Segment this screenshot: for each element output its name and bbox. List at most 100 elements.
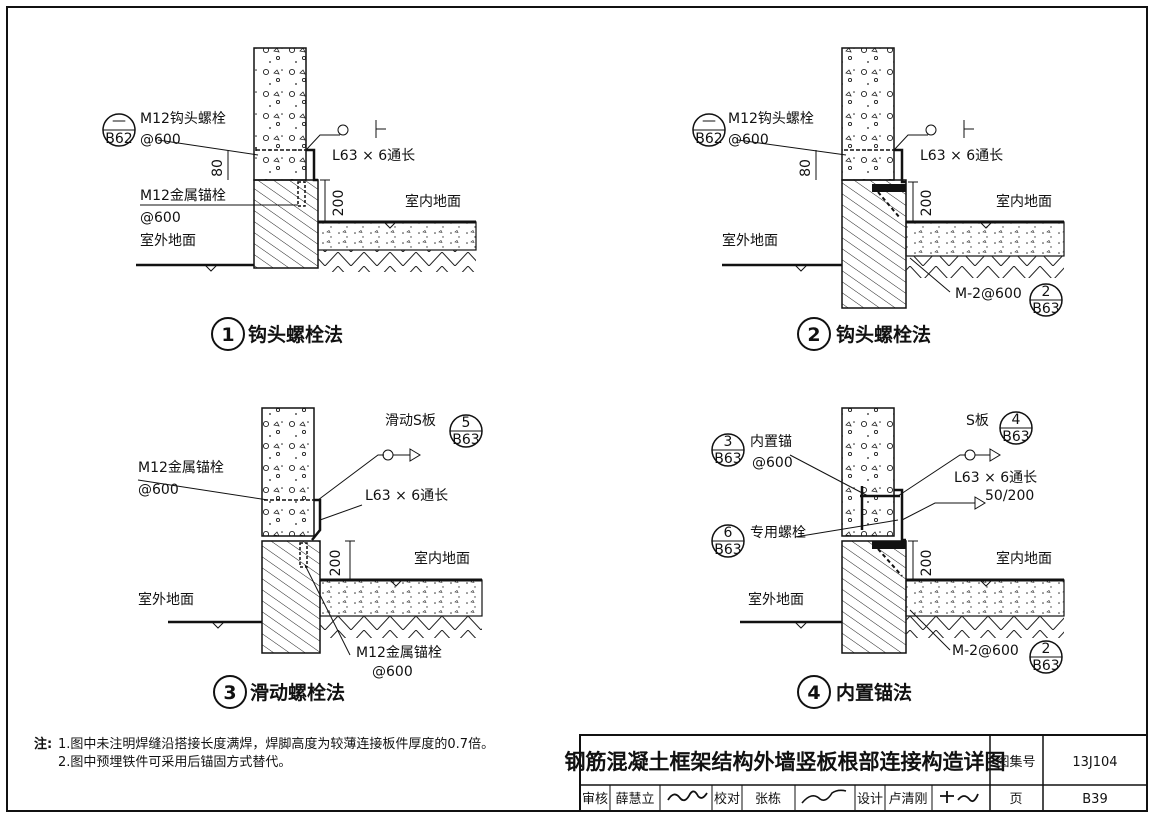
dim-80: 80 xyxy=(798,159,814,177)
s-plate-label: 滑动S板 xyxy=(385,412,436,429)
detail-title: 钩头螺栓法 xyxy=(836,323,931,346)
check-signature xyxy=(801,789,847,804)
anchor-bolt-label-2: M12金属锚栓 xyxy=(356,645,442,661)
embedded-plate xyxy=(872,184,906,192)
indoor-label: 室内地面 xyxy=(996,193,1052,210)
check-name: 张栋 xyxy=(755,791,781,807)
angle-steel xyxy=(306,148,318,182)
inner-ref-top: 3 xyxy=(724,434,733,450)
anchor-bolt-label: M12金属锚栓 xyxy=(138,460,224,476)
note-2: 2.图中预埋铁件可采用后锚固方式替代。 xyxy=(58,754,291,770)
ref-bottom: B62 xyxy=(695,131,722,147)
dim-200: 200 xyxy=(328,550,344,577)
s-ref-top: 4 xyxy=(1012,412,1021,428)
ground-fill xyxy=(318,250,476,272)
wall-base xyxy=(253,179,319,269)
anchor-spacing-label: @600 xyxy=(140,210,181,226)
ref-top: — xyxy=(702,113,716,129)
review-label: 审核 xyxy=(582,792,608,807)
wall-panel xyxy=(841,407,895,537)
outdoor-label: 室外地面 xyxy=(138,591,194,608)
design-label: 设计 xyxy=(857,792,883,807)
check-label: 校对 xyxy=(714,791,740,807)
note-1: 1.图中未注明焊缝沿搭接长度满焊，焊脚高度为较薄连接板件厚度的0.7倍。 xyxy=(58,736,494,752)
anchor-spacing-label-2: @600 xyxy=(372,664,413,680)
title-block: 钢筋混凝土框架结构外墙竖板根部连接构造详图 图集号 13J104 审核 薛慧立 … xyxy=(565,734,1148,812)
page-number: B39 xyxy=(1082,792,1107,807)
detail-number-circle xyxy=(211,317,245,351)
special-bolt-label: 专用螺栓 xyxy=(750,525,806,541)
wall-base xyxy=(841,179,907,309)
detail-1: — B62 M12钩头螺栓 @600 80 L63 × 6通长 M12金属锚栓 … xyxy=(102,47,477,351)
hook-bolt-label: M12钩头螺栓 xyxy=(728,111,814,127)
floor-slab xyxy=(317,221,477,251)
s-ref-bottom: B63 xyxy=(1002,429,1029,445)
dim-200: 200 xyxy=(919,550,935,577)
detail-title: 钩头螺栓法 xyxy=(248,323,343,346)
floor-slab xyxy=(319,579,483,617)
s-plate-label: S板 xyxy=(966,413,989,429)
bolt-ref-top: 6 xyxy=(724,525,733,541)
design-name: 卢清刚 xyxy=(888,791,927,807)
wall-panel xyxy=(841,47,895,181)
drawing-title: 钢筋混凝土框架结构外墙竖板根部连接构造详图 xyxy=(565,750,1006,774)
ground-fill xyxy=(320,616,482,638)
wall-base xyxy=(261,540,321,654)
dim-200: 200 xyxy=(331,190,347,217)
ground-fill xyxy=(906,256,1064,278)
anchor-spacing-label: @600 xyxy=(138,482,179,498)
detail-title: 内置锚法 xyxy=(836,681,912,704)
m2-label: M-2@600 xyxy=(952,643,1019,659)
indoor-label: 室内地面 xyxy=(996,550,1052,567)
angle-label: L63 × 6通长 xyxy=(954,470,1037,486)
outdoor-label: 室外地面 xyxy=(722,232,778,249)
m2-ref-top: 2 xyxy=(1042,641,1051,657)
sliding-s-plate xyxy=(311,498,322,541)
weld-label: 50/200 xyxy=(985,488,1034,504)
hook-bolt-label: M12钩头螺栓 xyxy=(140,111,226,127)
angle-label: L63 × 6通长 xyxy=(365,488,448,504)
m2-ref-bottom: B63 xyxy=(1032,658,1059,674)
detail-number-circle xyxy=(797,317,831,351)
detail-title: 滑动螺栓法 xyxy=(250,681,345,704)
dim-200: 200 xyxy=(919,190,935,217)
notes: 注: 1.图中未注明焊缝沿搭接长度满焊，焊脚高度为较薄连接板件厚度的0.7倍。 … xyxy=(34,736,494,770)
wall-panel xyxy=(261,407,315,537)
detail-number: 2 xyxy=(807,324,820,346)
notes-prefix: 注: xyxy=(34,736,52,752)
s-ref-bottom: B63 xyxy=(452,432,479,448)
bolt-ref-bottom: B63 xyxy=(714,542,741,558)
angle-label: L63 × 6通长 xyxy=(332,148,415,164)
atlas-number: 13J104 xyxy=(1072,755,1117,770)
inner-anchor-label: 内置锚 xyxy=(750,434,792,450)
atlas-label: 图集号 xyxy=(996,754,1035,770)
inner-ref-bottom: B63 xyxy=(714,451,741,467)
anchor-bolt-label: M12金属锚栓 xyxy=(140,188,226,204)
hook-bolt xyxy=(255,147,306,153)
detail-number: 3 xyxy=(223,682,236,704)
page-label: 页 xyxy=(1009,792,1022,807)
dim-80: 80 xyxy=(210,159,226,177)
indoor-label: 室内地面 xyxy=(405,193,461,210)
detail-number-circle xyxy=(797,675,831,709)
outdoor-label: 室外地面 xyxy=(748,591,804,608)
embedded-plate xyxy=(872,541,906,549)
detail-2: — B62 M12钩头螺栓 @600 80 L63 × 6通长 200 室内地面… xyxy=(692,47,1065,351)
wall-base xyxy=(841,540,907,654)
s-ref-top: 5 xyxy=(462,415,471,431)
review-name: 薛慧立 xyxy=(615,791,654,807)
sheet-border xyxy=(6,6,1148,812)
m2-label: M-2@600 xyxy=(955,286,1022,302)
ref-bottom: B62 xyxy=(105,131,132,147)
detail-3: 滑动S板 5 B63 M12金属锚栓 @600 L63 × 6通长 200 室内… xyxy=(137,407,483,709)
detail-number: 4 xyxy=(807,682,820,704)
m2-ref-top: 2 xyxy=(1042,284,1051,300)
ground-fill xyxy=(906,616,1064,638)
ref-top: — xyxy=(112,113,126,129)
detail-number-circle xyxy=(213,675,247,709)
wall-panel xyxy=(253,47,307,181)
design-signature xyxy=(940,791,979,803)
review-signature xyxy=(667,790,708,802)
outdoor-label: 室外地面 xyxy=(140,232,196,249)
